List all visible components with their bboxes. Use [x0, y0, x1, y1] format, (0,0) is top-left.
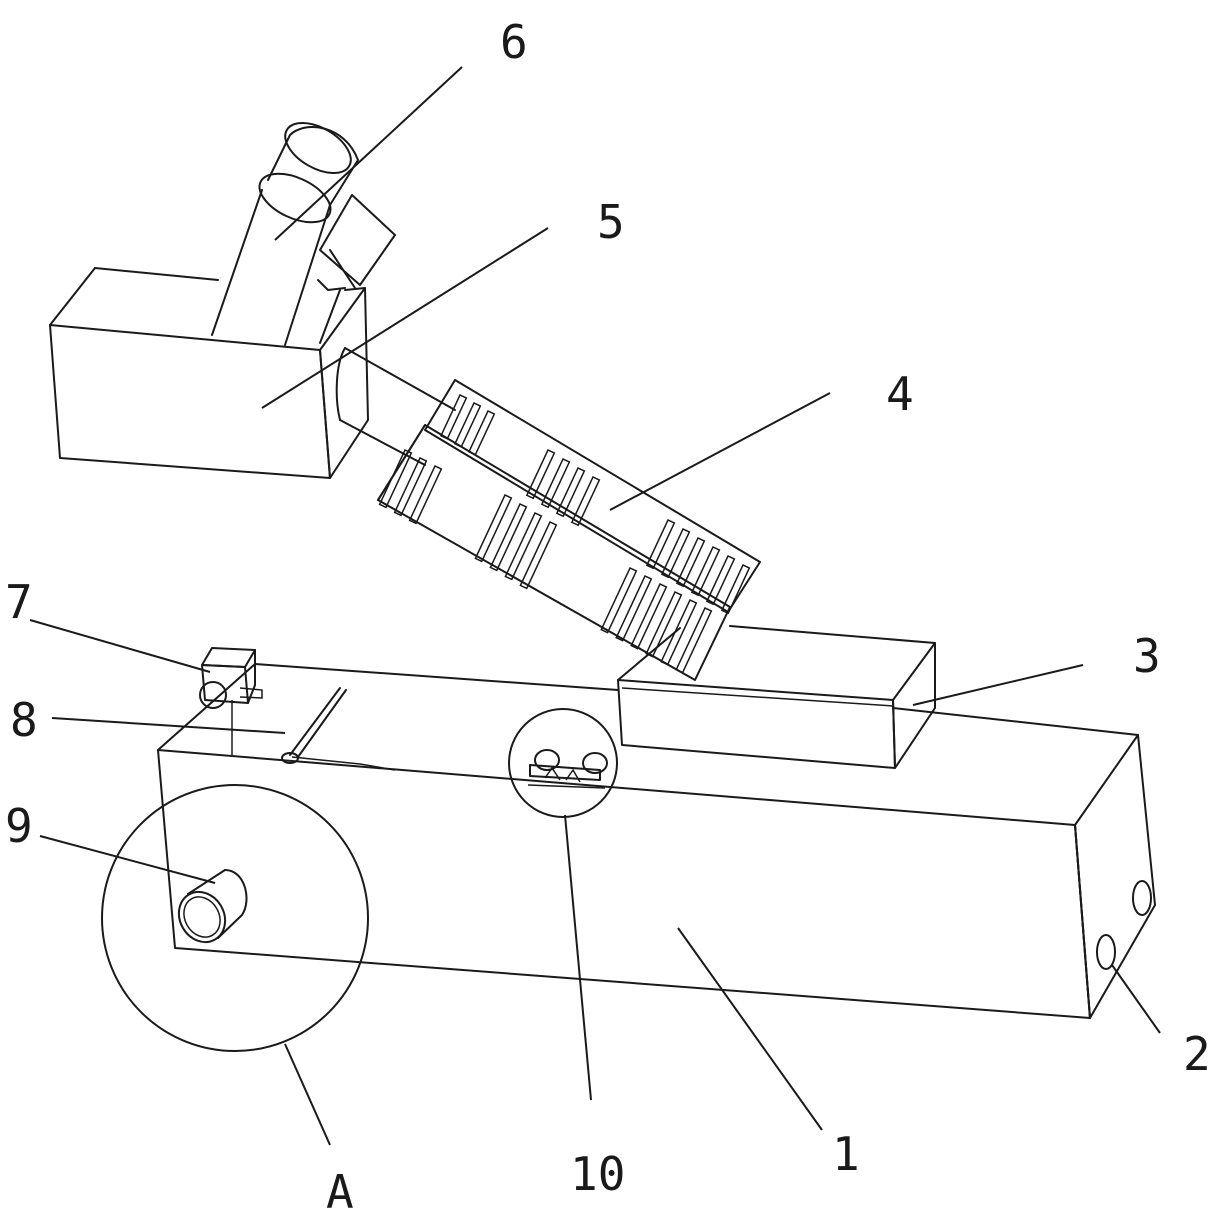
screen-slot [675, 607, 713, 674]
screen-slot [705, 555, 736, 606]
screen-slot [690, 546, 721, 597]
screen-slot [474, 494, 513, 563]
detail-circle-10 [508, 708, 618, 818]
stirring-rod [281, 687, 347, 764]
screen-slot [645, 519, 676, 570]
label-9: 9 [5, 799, 33, 853]
screen-slot [504, 512, 543, 581]
reference-numerals: 1 2 3 4 5 6 7 8 9 10 A [5, 15, 1211, 1216]
label-10: 10 [570, 1147, 625, 1201]
screen-slot [720, 564, 751, 615]
screen-slot [439, 394, 468, 440]
screen-slot [630, 583, 668, 650]
screen-slot [393, 457, 428, 517]
motor-unit [211, 122, 396, 346]
screen-slot [408, 465, 443, 525]
drive-motor [199, 647, 263, 709]
label-6: 6 [500, 15, 528, 69]
collecting-trough [617, 625, 936, 769]
screen-slot [453, 402, 482, 448]
feed-hopper [49, 267, 456, 479]
screen-slot [600, 567, 638, 634]
drain-fittings [1096, 880, 1152, 970]
screen-slot [675, 537, 706, 588]
screen-slot [570, 476, 601, 527]
label-1: 1 [832, 1127, 860, 1181]
screen-slot [525, 449, 556, 500]
screen-slot [519, 521, 558, 590]
screen-slot [467, 410, 496, 456]
slotted-screen [377, 379, 761, 681]
label-5: 5 [597, 195, 625, 249]
label-3: 3 [1133, 629, 1161, 683]
screen-slot [378, 449, 413, 509]
label-4: 4 [886, 367, 914, 421]
screen-slot [660, 528, 691, 579]
screen-slot [660, 599, 698, 666]
label-7: 7 [5, 575, 33, 629]
label-a: A [326, 1165, 354, 1216]
roller-mechanism [527, 749, 608, 789]
label-8: 8 [10, 693, 38, 747]
main-tank [157, 663, 1156, 1019]
label-2: 2 [1183, 1027, 1211, 1081]
screen-slot [540, 458, 571, 509]
screen-slot [555, 467, 586, 518]
screen-slot [489, 503, 528, 572]
detail-circle-a [101, 784, 369, 1052]
leader-lines [29, 66, 1161, 1146]
screen-slot [645, 591, 683, 658]
outlet-pipe [177, 869, 248, 944]
screen-slot [615, 575, 653, 642]
